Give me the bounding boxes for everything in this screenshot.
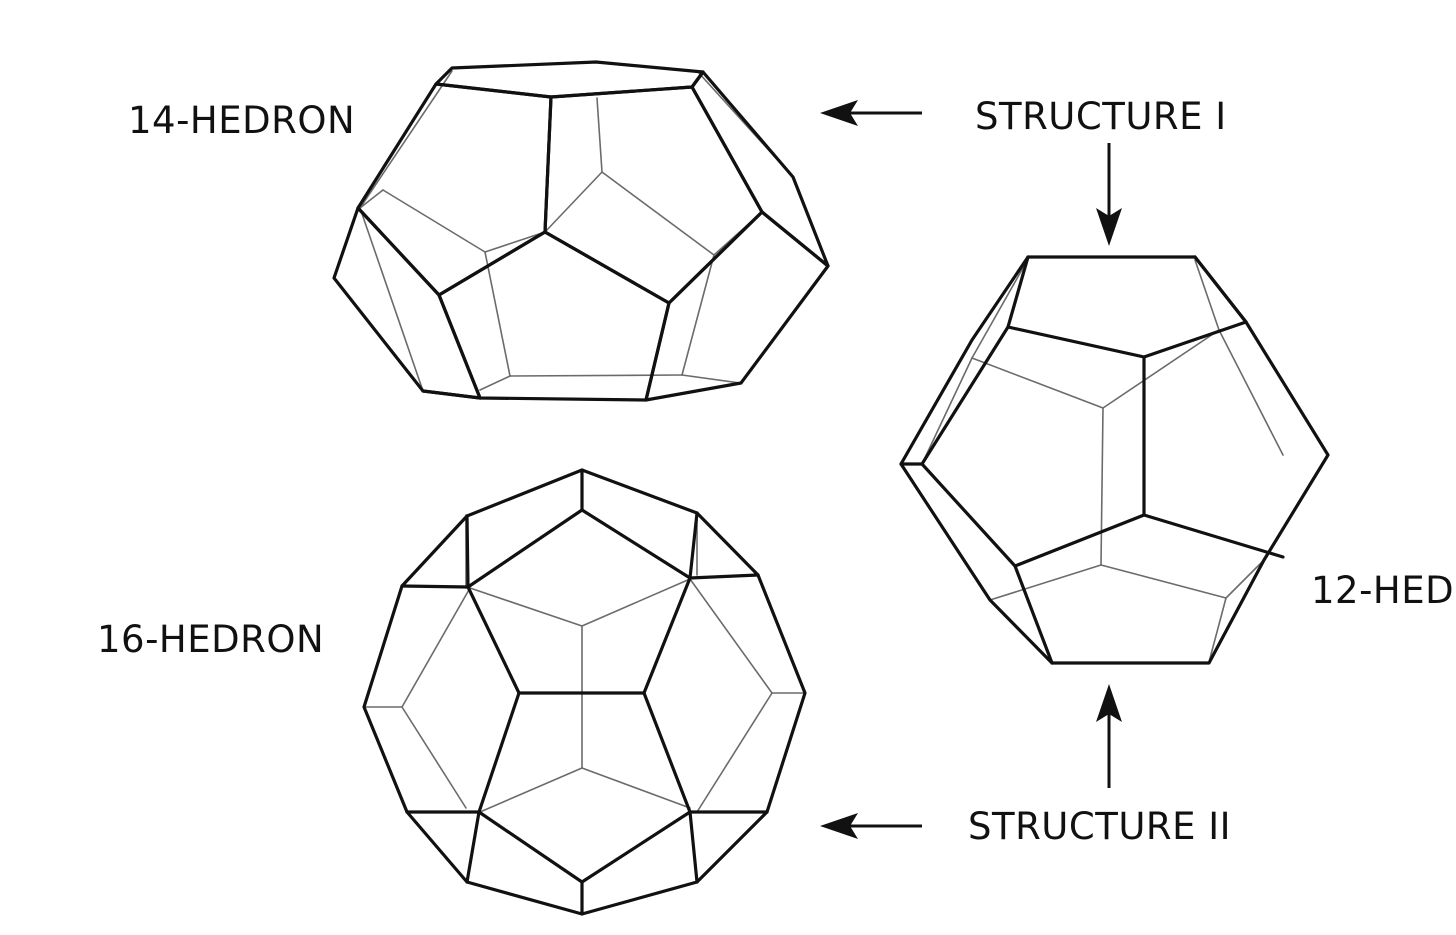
hidden-edges-16-hedron <box>363 514 806 813</box>
polyhedron-16-hedron <box>362 468 807 916</box>
front-edges-16-hedron <box>362 468 807 916</box>
arrow-structure1-to-14-hedron <box>820 100 922 126</box>
label-structure-1: STRUCTURE I <box>975 95 1227 138</box>
hidden-edges-14-hedron <box>359 70 829 392</box>
label-14-hedron: 14-HEDRON <box>128 99 356 142</box>
label-16-hedron: 16-HEDRON <box>97 618 325 661</box>
hidden-edges-12-hedron <box>921 258 1284 663</box>
polyhedron-12-hedron <box>899 255 1330 665</box>
front-edges-14-hedron <box>332 60 830 402</box>
arrow-structure1-to-12-hedron <box>1096 143 1122 246</box>
label-structure-2: STRUCTURE II <box>968 805 1232 848</box>
arrow-structure2-to-12-hedron <box>1096 684 1122 788</box>
polyhedron-14-hedron <box>332 60 830 402</box>
arrow-structure2-to-16-hedron <box>820 813 922 839</box>
label-12-hedron: 12-HED <box>1311 569 1455 612</box>
front-edges-12-hedron <box>899 255 1330 665</box>
